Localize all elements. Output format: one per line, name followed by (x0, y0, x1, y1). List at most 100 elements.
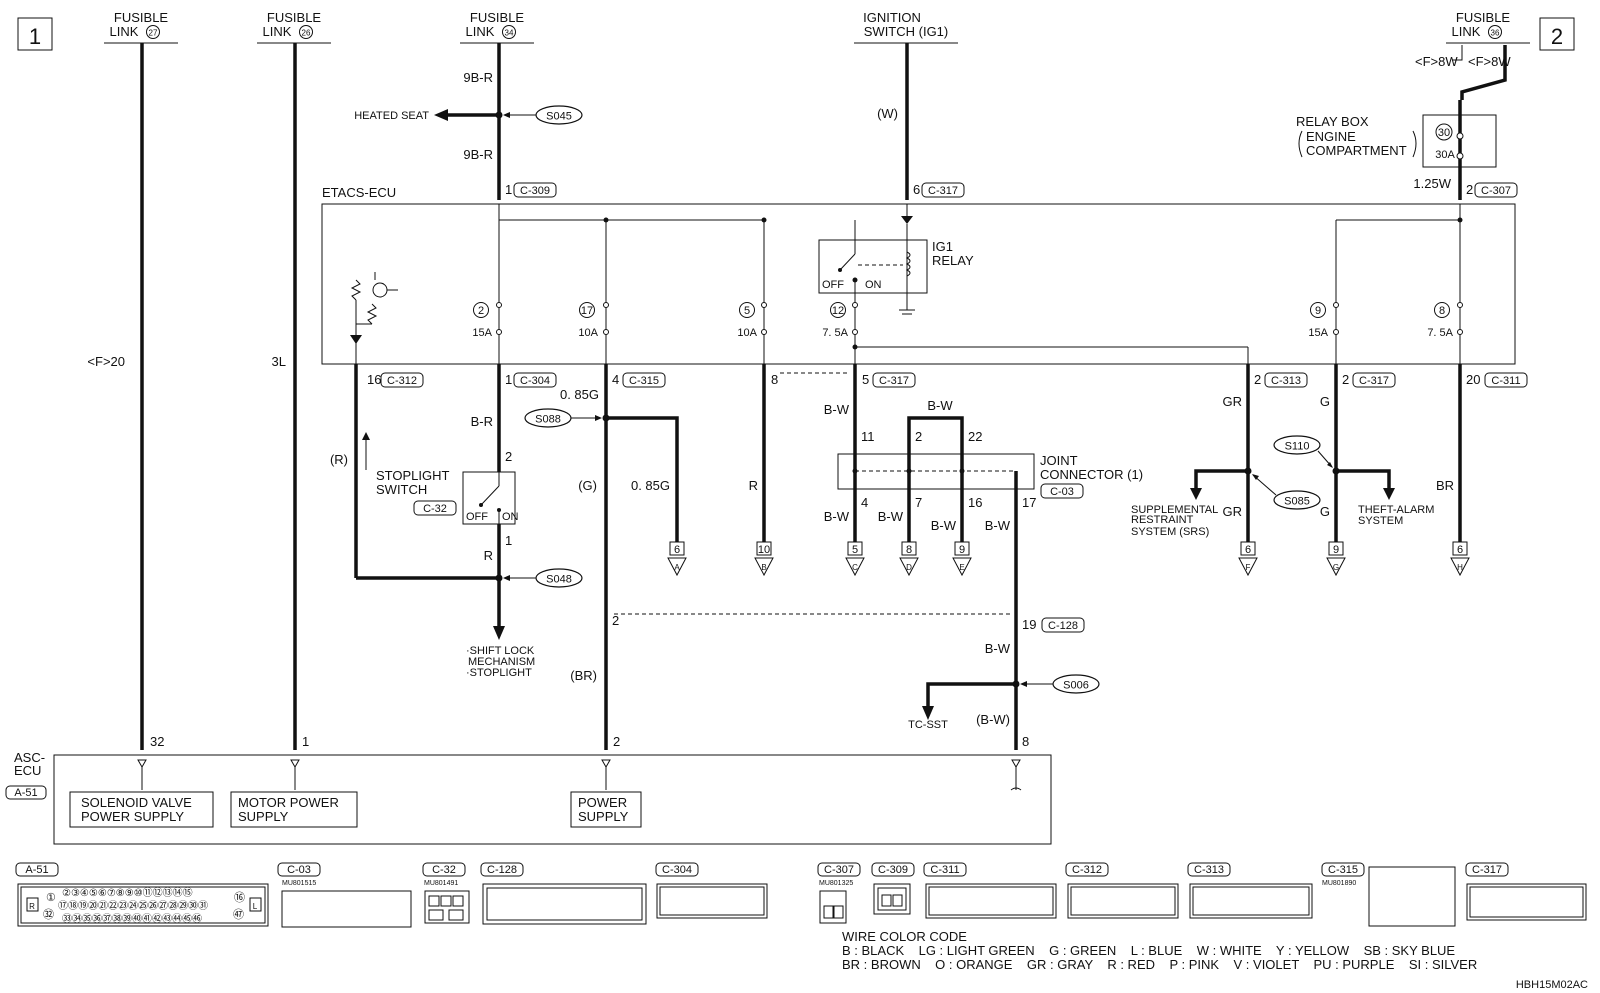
terminal-g-letter: G (1333, 563, 1339, 572)
joint-pin-11: 11 (861, 429, 875, 444)
conn-c307-label: C-307 (1481, 185, 1511, 197)
terminal-g-num: 9 (1333, 544, 1339, 556)
relay-box-fuse-num: 30 (1438, 127, 1450, 139)
ig1-relay-line1: IG1 (932, 239, 953, 254)
connector-c311-name: C-311 (930, 864, 959, 876)
theft-line1: THEFT-ALARM (1358, 504, 1434, 516)
wire-label-gr-b: GR (1223, 504, 1243, 519)
wire-label-br: BR (1436, 478, 1454, 493)
source-fusible-link-27: FUSIBLE LINK 27 (104, 10, 178, 44)
splice-s048 (535, 568, 583, 588)
wire-label-g-paren: (G) (578, 478, 597, 493)
theft-line2: SYSTEM (1358, 515, 1403, 527)
asc-solenoid-line2: POWER SUPPLY (81, 809, 184, 824)
wire-label-r-paren: (R) (330, 452, 348, 467)
asc-power-box (570, 791, 642, 828)
wire-code-title: WIRE COLOR CODE (842, 929, 967, 944)
connector-c307: C-307 MU801325 (817, 862, 861, 924)
etacs-fuse-17-num: 17 (581, 305, 593, 317)
source-fusible-link-26: FUSIBLE LINK 26 (257, 10, 331, 44)
terminal-g: 9 G (1326, 541, 1346, 577)
source-fl34-line2: LINK (466, 24, 495, 39)
terminal-e-num: 9 (959, 544, 965, 556)
etacs-ecu-box (321, 203, 1516, 365)
etacs-fuse-17-rating: 10A (578, 327, 598, 339)
etacs-fuse-17: 17 10A (578, 302, 609, 339)
connector-c317: C-317 (1465, 862, 1587, 921)
etacs-input-circuit (350, 272, 398, 364)
pin-6-c317: 6 (913, 182, 920, 197)
wire-label-f8w-a: <F>8W (1415, 54, 1458, 69)
source-fl34-num: 34 (505, 29, 514, 38)
connector-c304-name: C-304 (662, 864, 692, 876)
terminal-h-letter: H (1457, 563, 1463, 572)
a51-pin-47: ㊼ (233, 908, 244, 921)
relay-box-line1: RELAY BOX (1296, 114, 1369, 129)
asc-ecu-line1: ASC- (14, 750, 45, 765)
terminal-c-letter: C (852, 563, 858, 572)
wire-label-085g-b: 0. 85G (631, 478, 670, 493)
relay-box-line2: ENGINE (1306, 129, 1356, 144)
joint-pin-7: 7 (915, 495, 922, 510)
splice-s048-label: S048 (546, 574, 572, 586)
asc-ecu-box (53, 754, 1052, 845)
etacs-title: ETACS-ECU (322, 185, 396, 200)
source-fl26-line2: LINK (263, 24, 292, 39)
section-left-number: 1 (29, 24, 41, 49)
srs-line1: SUPPLEMENTAL (1131, 504, 1218, 516)
conn-c315-label: C-315 (629, 375, 659, 387)
splice-s006 (1052, 674, 1100, 694)
ig1-relay-on: ON (865, 279, 882, 291)
wire-label-g-b: G (1320, 504, 1330, 519)
stoplight-pin-2: 2 (505, 449, 512, 464)
connector-c315: C-315 MU801890 (1321, 862, 1456, 927)
a51-row3: ㉝㉞㉟㊱㊲㊳㊴㊵㊶㊷㊸㊹㊺㊻ (62, 913, 202, 925)
connector-c307-part: MU801325 (819, 880, 853, 887)
wire-label-bw-17: B-W (985, 518, 1011, 533)
connector-c03: C-03 MU801515 (277, 862, 412, 928)
joint-pin-2: 2 (915, 429, 922, 444)
conn-c311-label: C-311 (1491, 375, 1520, 387)
conn-c317-top-label: C-317 (928, 185, 958, 197)
connector-c311: C-311 (923, 862, 1057, 919)
etacs-fuse-8-rating: 7. 5A (1427, 327, 1453, 339)
splice-s110-label: S110 (1285, 441, 1310, 453)
asc-pin-32: 32 (150, 734, 164, 749)
stoplight-switch-box (462, 471, 516, 525)
relay-box-fuse-rating: 30A (1435, 149, 1455, 161)
asc-power-line2: SUPPLY (578, 809, 629, 824)
etacs-fuse-12-rating: 7. 5A (822, 327, 848, 339)
wire-label-9br-a: 9B-R (463, 70, 493, 85)
splice-s045 (535, 105, 583, 125)
asc-ecu-conn: A-51 (14, 787, 37, 799)
etacs-fuse-5: 5 10A (737, 302, 767, 339)
wire-label-bw-7: B-W (878, 509, 904, 524)
a51-row1: ②③④⑤⑥⑦⑧⑨⑩⑪⑫⑬⑭⑮ (62, 887, 193, 899)
etacs-fuse-9: 9 15A (1308, 302, 1339, 339)
terminal-c: 5 C (845, 541, 865, 577)
terminal-d-letter: D (906, 563, 912, 572)
connector-c128-name: C-128 (487, 864, 517, 876)
connector-a51: A-51 R L ① ㉜ ⑯ ㊼ ②③④⑤⑥⑦⑧⑨⑩⑪⑫⑬⑭⑮ ⑰⑱⑲⑳㉑㉒㉓㉔… (15, 862, 269, 927)
connector-c312-name: C-312 (1072, 864, 1102, 876)
source-fl26-line1: FUSIBLE (267, 10, 322, 25)
wire-label-f20: <F>20 (87, 354, 125, 369)
wire-code-line1: B : BLACK LG : LIGHT GREEN G : GREEN L :… (842, 943, 1455, 958)
section-marker-left: 1 (17, 17, 53, 51)
connector-c03-name: C-03 (287, 864, 311, 876)
etacs-fuse-9-rating: 15A (1308, 327, 1328, 339)
source-fusible-link-34: FUSIBLE LINK 34 (460, 10, 534, 44)
etacs-fuse-9-num: 9 (1315, 305, 1321, 317)
wire-label-br-a: B-R (471, 414, 493, 429)
joint-line2: CONNECTOR (1) (1040, 467, 1143, 482)
wire-label-125w: 1.25W (1413, 176, 1451, 191)
wire-label-r-a: R (484, 548, 493, 563)
wire-label-br-paren: (BR) (570, 668, 597, 683)
ig1-relay-box (818, 239, 928, 294)
asc-power-line1: POWER (578, 795, 627, 810)
connector-c313-name: C-313 (1194, 864, 1224, 876)
connector-c309: C-309 (871, 862, 915, 915)
source-fl36-num: 36 (1491, 29, 1500, 38)
source-fusible-link-36: FUSIBLE LINK 36 (1446, 10, 1530, 44)
shift-lock-line1: ·SHIFT LOCK (466, 645, 535, 657)
